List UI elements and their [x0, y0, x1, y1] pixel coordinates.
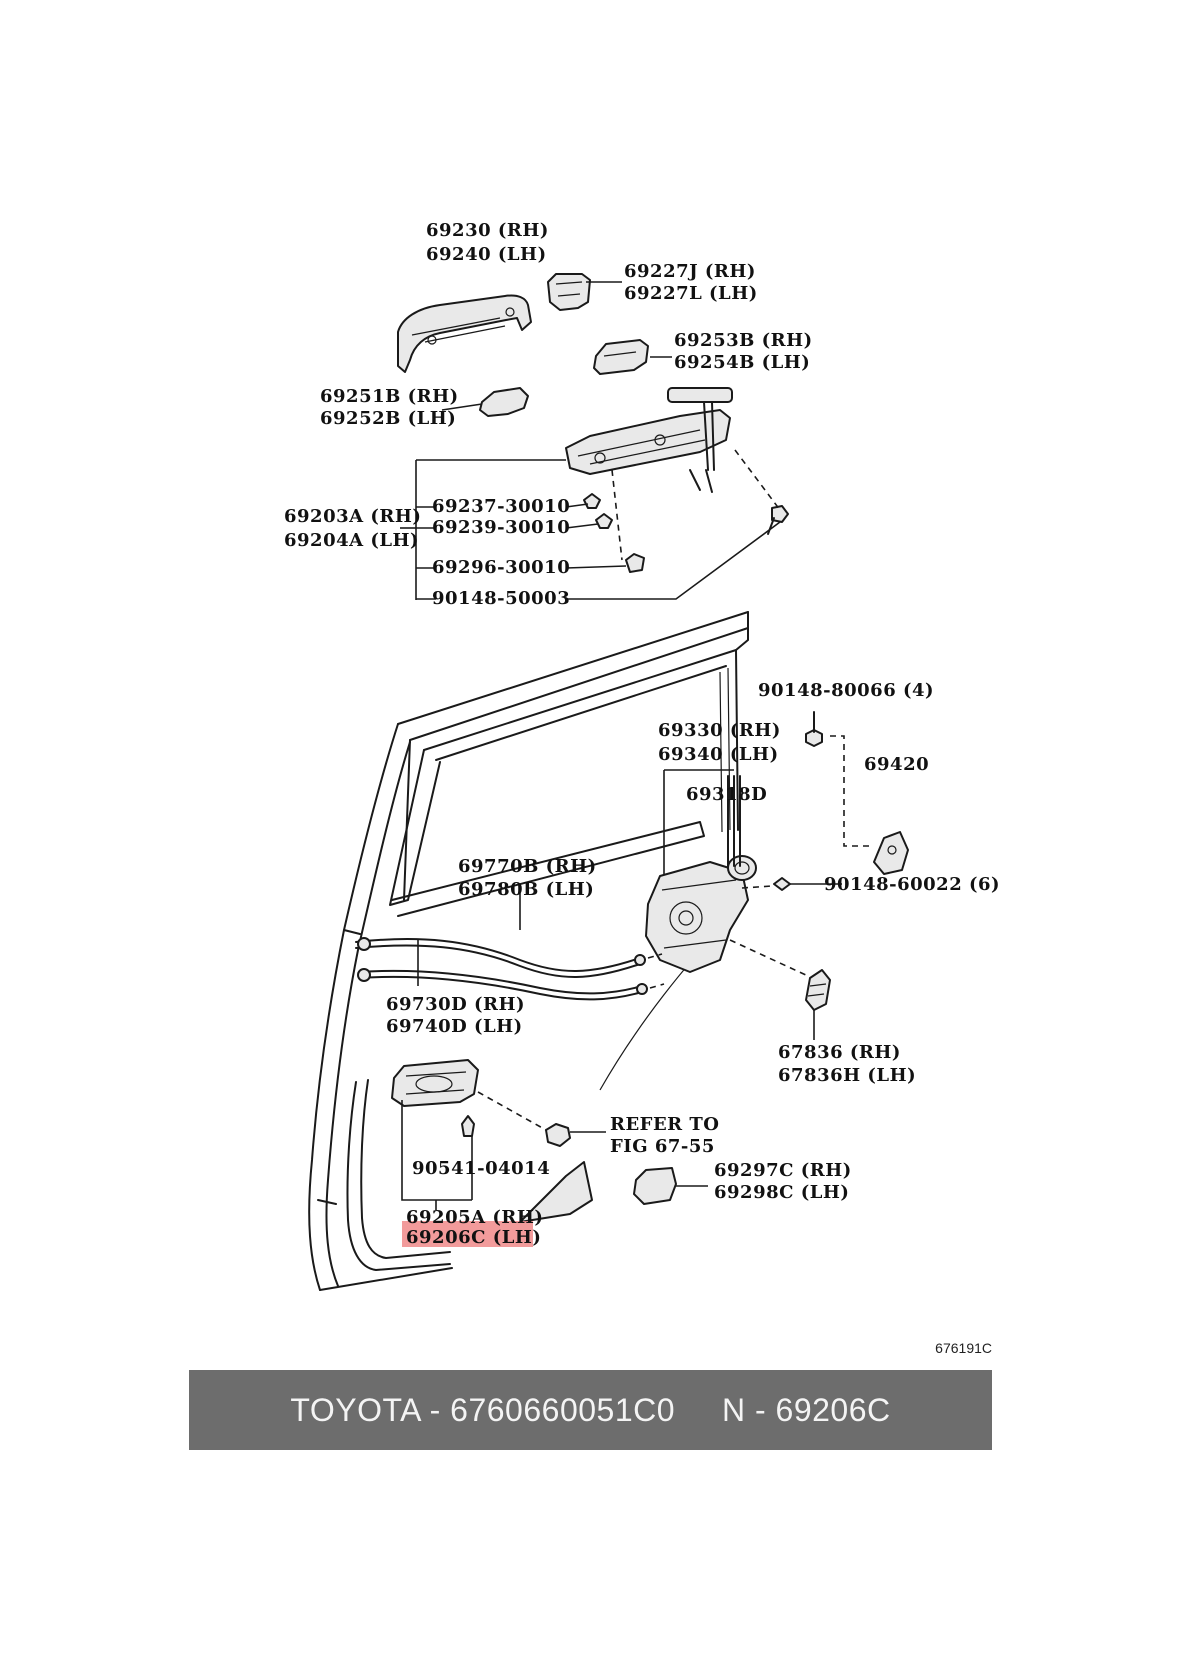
- inside-handle: [391, 1059, 479, 1107]
- fastener-90541: [461, 1115, 475, 1137]
- label-cover-rh: 69297C (RH): [714, 1160, 852, 1181]
- label-inner-handle-rh: 69205A (RH): [406, 1207, 543, 1228]
- label-handle-cap-rh: 69227J (RH): [624, 261, 756, 282]
- figure-id: 676191C: [935, 1340, 992, 1356]
- label-lock-rh: 69330 (RH): [658, 720, 781, 741]
- footer-separator-1: -: [420, 1391, 451, 1428]
- label-pad-front-rh: 69251B (RH): [320, 386, 459, 407]
- handle-cap: [547, 273, 591, 311]
- label-refer-1: REFER TO: [610, 1114, 719, 1135]
- label-69296: 69296-30010: [432, 557, 570, 578]
- label-pad-rear-lh: 69254B (LH): [674, 352, 810, 373]
- label-boot-lh: 67836H (LH): [778, 1065, 916, 1086]
- refer-fastener: [545, 1123, 571, 1147]
- label-outer-handle-lh: 69240 (LH): [426, 244, 547, 265]
- label-striker: 69420: [864, 754, 929, 775]
- label-lock-lh: 69340 (LH): [658, 744, 779, 765]
- striker: [873, 831, 909, 875]
- footer-gap: [675, 1392, 722, 1428]
- label-screw-80066: 90148-80066 (4): [758, 680, 934, 701]
- label-cable-lh: 69780B (LH): [458, 879, 594, 900]
- lock-rods: [727, 775, 741, 869]
- boot: [805, 969, 831, 1011]
- label-frame-lh: 69204A (LH): [284, 530, 419, 551]
- label-frame-rh: 69203A (RH): [284, 506, 421, 527]
- footer-bar: TOYOTA - 6760660051C0 N - 69206C: [189, 1370, 992, 1450]
- outside-handle: [397, 294, 532, 373]
- footer-separator-2: -: [745, 1391, 776, 1428]
- door-panel: [308, 611, 749, 1291]
- part-labels: 69230 (RH) 69240 (LH) 69227J (RH) 69227L…: [284, 220, 1000, 1248]
- label-pad-front-lh: 69252B (LH): [320, 408, 456, 429]
- label-69239: 69239-30010: [432, 517, 570, 538]
- footer-prefix: N: [721, 1391, 746, 1428]
- label-cable-rh: 69770B (RH): [458, 856, 597, 877]
- fasteners-upper: [583, 493, 789, 573]
- label-inner-handle-lh: 69206C (LH): [406, 1227, 541, 1248]
- footer-code: 6760660051C0: [450, 1391, 676, 1428]
- label-screw-60022: 90148-60022 (6): [824, 874, 1000, 895]
- highlight-box: [402, 1221, 533, 1247]
- door-lock: [645, 855, 757, 973]
- bracket: [519, 1161, 593, 1223]
- rear-pad: [593, 339, 649, 375]
- label-boot-rh: 67836 (RH): [778, 1042, 901, 1063]
- cover: [633, 1167, 677, 1205]
- label-refer-2: FIG 67-55: [610, 1136, 715, 1157]
- label-90148-50003: 90148-50003: [432, 588, 570, 609]
- cables: [355, 937, 648, 1001]
- label-69318d: 69318D: [686, 784, 767, 805]
- front-pad: [479, 387, 529, 417]
- label-cover-lh: 69298C (LH): [714, 1182, 849, 1203]
- footer-text: TOYOTA - 6760660051C0 N - 69206C: [290, 1392, 890, 1429]
- screw-80066: [805, 711, 823, 747]
- label-90541: 90541-04014: [412, 1158, 550, 1179]
- handle-frame: [565, 387, 733, 493]
- label-handle-cap-lh: 69227L (LH): [624, 283, 758, 304]
- label-outer-handle-rh: 69230 (RH): [426, 220, 549, 241]
- label-rod-lh: 69740D (LH): [386, 1016, 523, 1037]
- screw-60022: [773, 877, 791, 891]
- label-pad-rear-rh: 69253B (RH): [674, 330, 813, 351]
- label-rod-rh: 69730D (RH): [386, 994, 525, 1015]
- footer-part-number: 69206C: [775, 1391, 891, 1428]
- label-69237: 69237-30010: [432, 496, 570, 517]
- footer-brand: TOYOTA: [290, 1391, 421, 1428]
